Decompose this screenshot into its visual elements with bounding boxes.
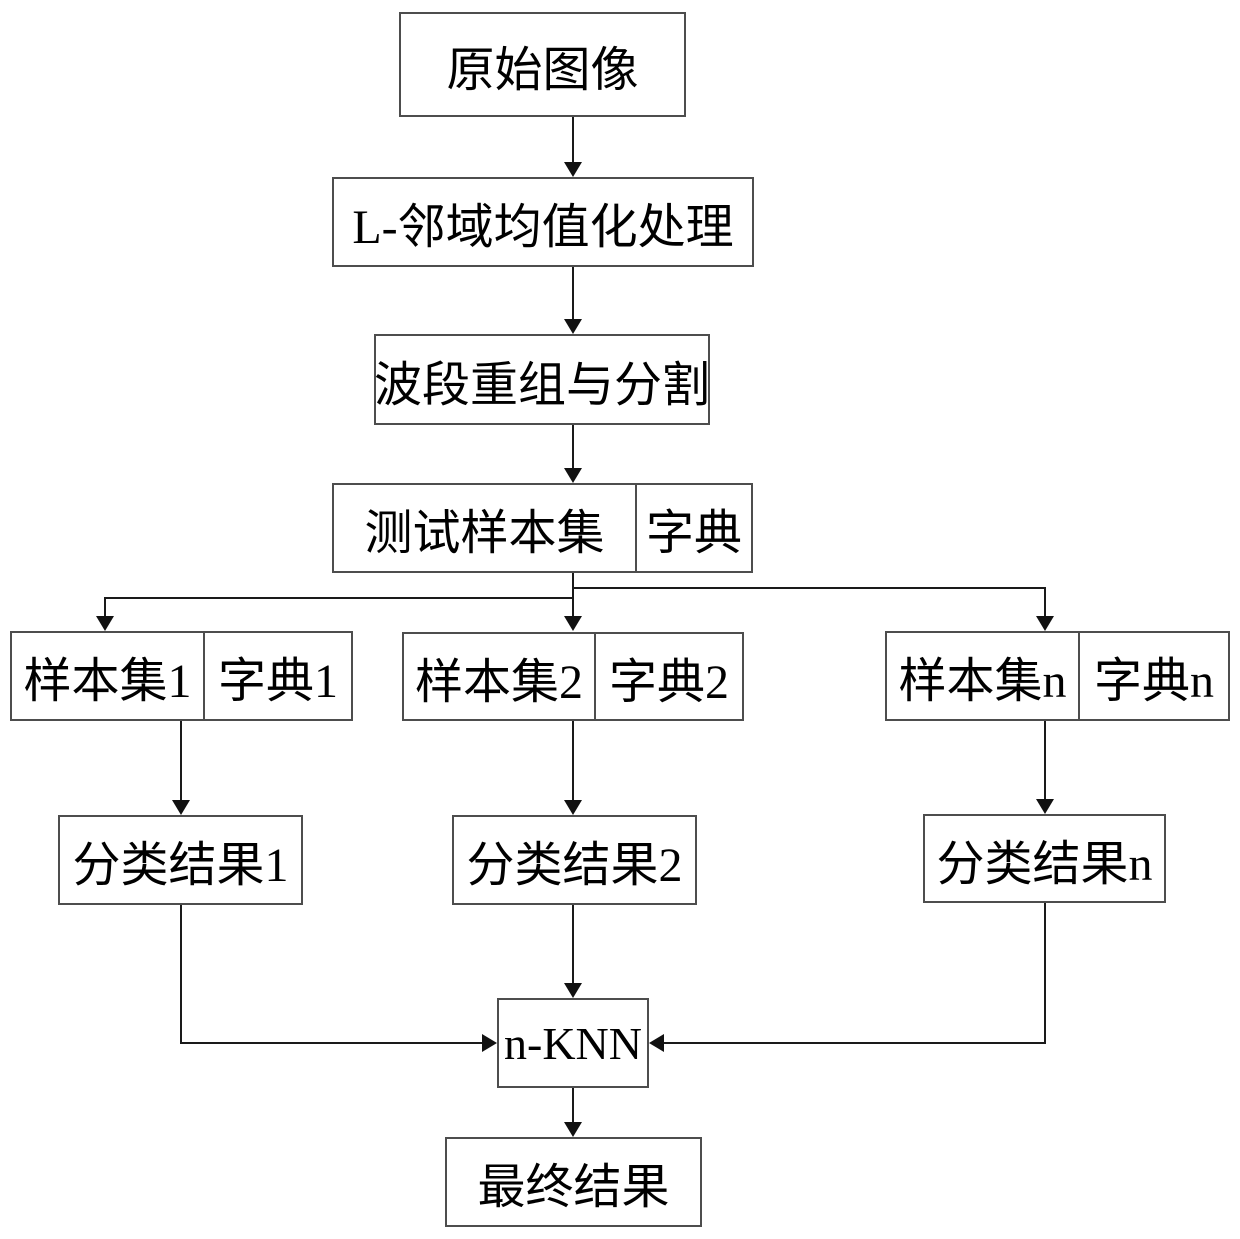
- connector-sampleset2-to-result2: [572, 721, 574, 802]
- connector-samplesetn-to-resultn: [1044, 721, 1046, 801]
- arrowhead-into-test-sample-set: [564, 468, 582, 483]
- arrowhead-into-nknn-top: [564, 983, 582, 998]
- cell-dictionary-n-label: 字典n: [1093, 655, 1214, 708]
- connector-branch-right-vertical: [1044, 587, 1046, 618]
- node-classification-result-1-label: 分类结果1: [72, 839, 289, 892]
- cell-dictionary-label: 字典: [645, 507, 742, 560]
- connector-nknn-to-final: [572, 1088, 574, 1124]
- arrowhead-into-l-neighborhood: [564, 162, 582, 177]
- cell-sample-set-n: 样本集n: [887, 633, 1078, 719]
- arrowhead-into-final-result: [564, 1122, 582, 1137]
- node-l-neighborhood-label: L-邻域均值化处理: [352, 201, 734, 254]
- arrowhead-into-result-2: [564, 800, 582, 815]
- node-sample-set-1-dictionary-1: 样本集1 字典1: [10, 631, 353, 721]
- cell-dictionary-2-label: 字典2: [608, 655, 729, 709]
- cell-dictionary: 字典: [635, 485, 751, 571]
- connector-resultn-to-nknn: [662, 1042, 1046, 1044]
- node-final-result-label: 最终结果: [477, 1161, 670, 1214]
- cell-sample-set-1-label: 样本集1: [23, 655, 192, 708]
- cell-dictionary-n: 字典n: [1078, 633, 1228, 719]
- connector-sampleset1-to-result1: [180, 721, 182, 802]
- node-final-result: 最终结果: [445, 1137, 702, 1227]
- connector-lneighborhood-to-band: [572, 267, 574, 321]
- arrowhead-into-result-n: [1036, 799, 1054, 814]
- connector-result1-to-nknn: [180, 1042, 484, 1044]
- connector-testset-to-sampleset2: [572, 573, 574, 618]
- cell-test-sample-set-label: 测试样本集: [364, 507, 605, 560]
- node-classification-result-2-label: 分类结果2: [466, 839, 683, 892]
- arrowhead-into-nknn-left: [482, 1034, 497, 1052]
- node-classification-result-2: 分类结果2: [452, 815, 697, 905]
- node-band-recombination-segmentation: 波段重组与分割: [374, 334, 710, 425]
- node-n-knn-label: n-KNN: [504, 1017, 642, 1069]
- node-n-knn: n-KNN: [497, 998, 649, 1088]
- arrowhead-into-sample-set-1: [96, 616, 114, 631]
- node-l-neighborhood-mean-processing: L-邻域均值化处理: [332, 177, 754, 267]
- cell-dictionary-2: 字典2: [594, 634, 742, 719]
- cell-sample-set-2: 样本集2: [404, 634, 594, 719]
- connector-result2-to-nknn: [572, 905, 574, 985]
- cell-sample-set-1: 样本集1: [12, 633, 203, 719]
- node-classification-result-n: 分类结果n: [923, 814, 1166, 903]
- node-sample-set-n-dictionary-n: 样本集n 字典n: [885, 631, 1230, 721]
- connector-branch-left-vertical: [104, 597, 106, 618]
- connector-branch-left-horizontal: [104, 597, 574, 599]
- cell-dictionary-1: 字典1: [203, 633, 351, 719]
- connector-resultn-down: [1044, 903, 1046, 1044]
- arrowhead-into-band-recombination: [564, 319, 582, 334]
- arrowhead-into-sample-set-2: [564, 616, 582, 631]
- connector-result1-down: [180, 905, 182, 1044]
- node-sample-set-2-dictionary-2: 样本集2 字典2: [402, 632, 744, 721]
- connector-band-to-testset: [572, 425, 574, 470]
- cell-sample-set-2-label: 样本集2: [414, 655, 583, 709]
- node-original-image: 原始图像: [399, 12, 686, 117]
- arrowhead-into-nknn-right: [649, 1034, 664, 1052]
- arrowhead-into-sample-set-n: [1036, 616, 1054, 631]
- cell-dictionary-1-label: 字典1: [217, 655, 338, 708]
- node-classification-result-n-label: 分类结果n: [936, 837, 1153, 891]
- node-classification-result-1: 分类结果1: [58, 815, 303, 905]
- node-original-image-label: 原始图像: [446, 43, 639, 97]
- connector-branch-right-horizontal: [572, 587, 1046, 589]
- node-test-sample-set-dictionary: 测试样本集 字典: [332, 483, 753, 573]
- node-band-recombination-label: 波段重组与分割: [374, 358, 711, 412]
- arrowhead-into-result-1: [172, 800, 190, 815]
- cell-test-sample-set: 测试样本集: [334, 485, 635, 571]
- connector-original-to-lneighborhood: [572, 117, 574, 164]
- cell-sample-set-n-label: 样本集n: [898, 655, 1067, 708]
